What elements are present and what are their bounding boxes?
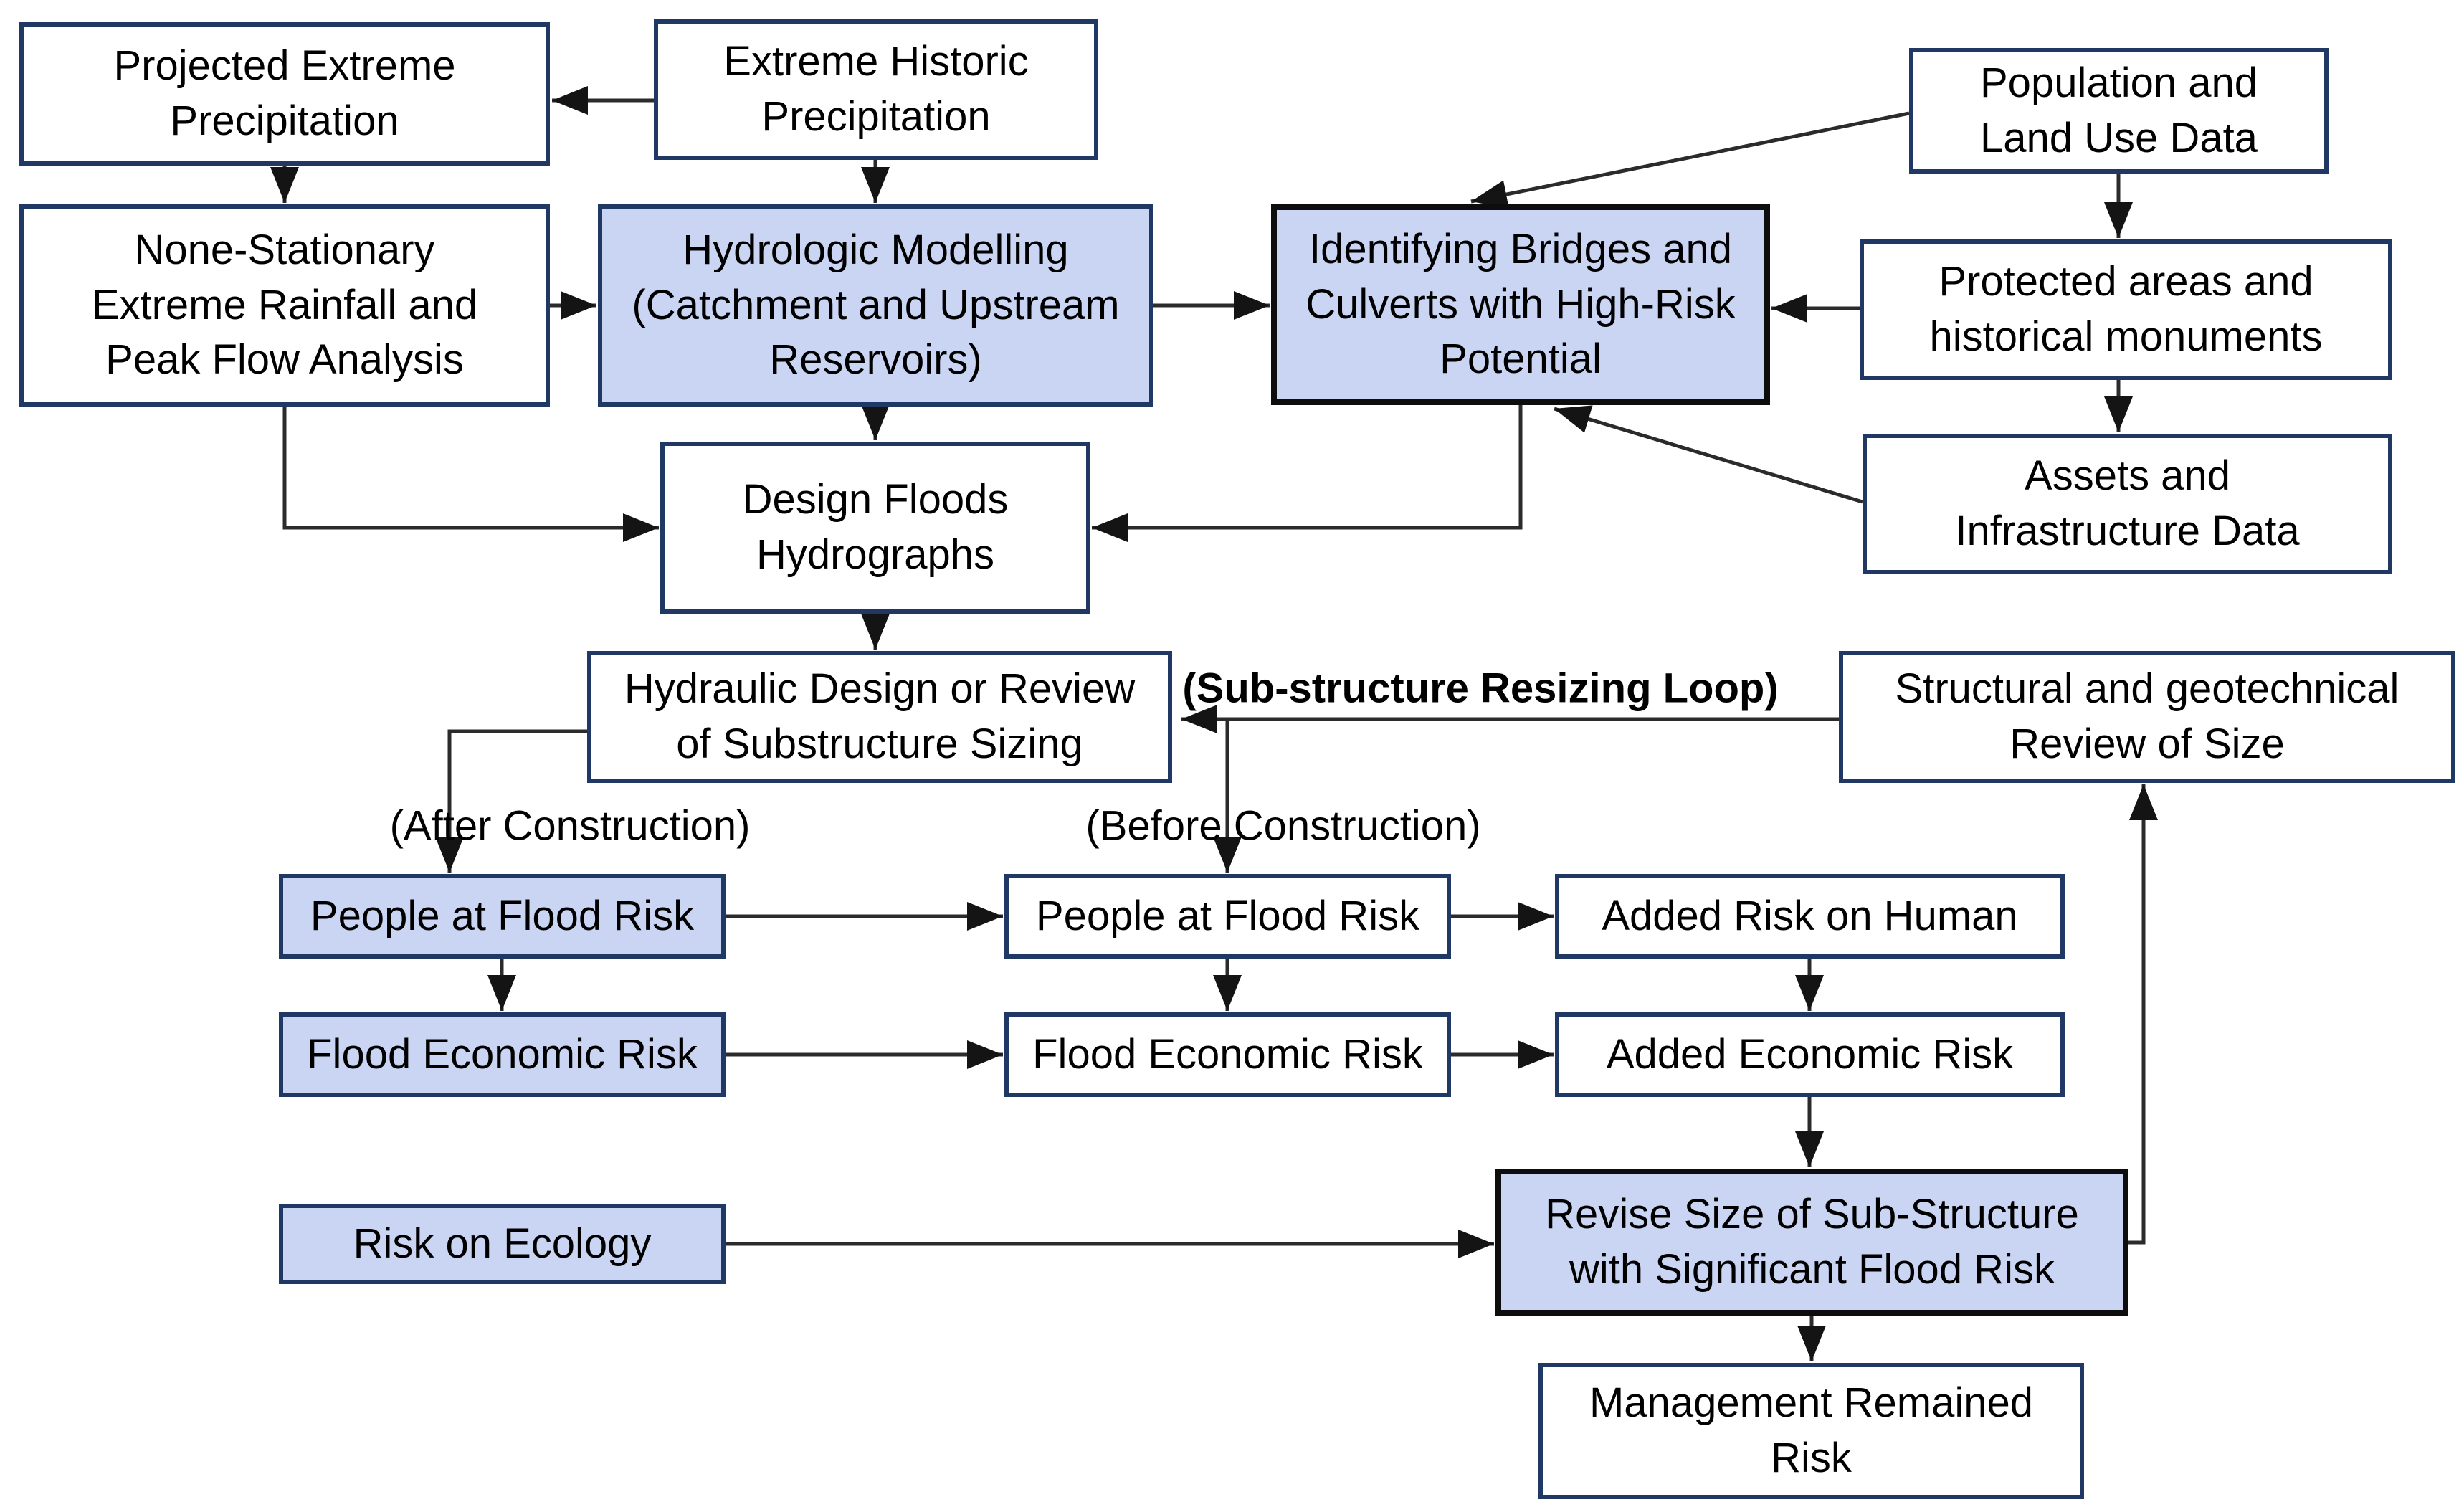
flow-node-structural-geotechnical-review: Structural and geotechnical Review of Si… [1839,651,2455,783]
connectors-group [270,86,2158,1361]
risk-on-ecology-label: Risk on Ecology [353,1220,652,1267]
connector-revise-to-structural [2128,784,2158,1245]
flow-node-added-risk-on-human: Added Risk on Human [1555,874,2065,959]
flow-node-people-flood-risk-before: People at Flood Risk [1004,874,1451,959]
connector-population-to-identifying [1470,111,1910,209]
flow-node-population-land-use-data: Population and Land Use Data [1909,48,2329,174]
people-flood-risk-after-label: People at Flood Risk [310,892,695,939]
none-stationary-analysis-label: None-Stationary Extreme Rainfall and Pea… [91,227,478,384]
hydrologic-modelling-label: Hydrologic Modelling (Catchment and Upst… [632,227,1120,384]
assets-infrastructure-data-label: Assets and Infrastructure Data [1955,452,2300,554]
flow-node-assets-infrastructure-data: Assets and Infrastructure Data [1863,434,2392,574]
flow-node-projected-extreme-precipitation: Projected Extreme Precipitation [19,22,550,166]
people-flood-risk-before-label: People at Flood Risk [1035,892,1420,939]
connector-assets-to-identifying [1554,405,1863,504]
management-remained-risk-label: Management Remained Risk [1589,1379,2034,1481]
projected-extreme-precipitation-label: Projected Extreme Precipitation [113,42,456,144]
flow-node-risk-on-ecology: Risk on Ecology [279,1204,726,1284]
design-floods-hydrographs-label: Design Floods Hydrographs [742,476,1009,578]
after-construction-label: (After Construction) [389,802,751,850]
flow-node-people-flood-risk-after: People at Flood Risk [279,874,726,959]
flow-node-flood-economic-risk-before: Flood Economic Risk [1004,1012,1451,1097]
before-construction-label: (Before Construction) [1085,802,1481,850]
protected-areas-monuments-label: Protected areas and historical monuments [1929,258,2323,360]
flow-node-added-economic-risk: Added Economic Risk [1555,1012,2065,1097]
identifying-bridges-culverts-label: Identifying Bridges and Culverts with Hi… [1305,226,1736,383]
flow-node-management-remained-risk: Management Remained Risk [1538,1363,2084,1499]
added-risk-on-human-label: Added Risk on Human [1602,892,2018,939]
flow-node-hydrologic-modelling: Hydrologic Modelling (Catchment and Upst… [598,204,1153,407]
connector-nonestationary-to-designfloods [282,407,659,542]
flood-economic-risk-after-label: Flood Economic Risk [307,1030,698,1078]
hydraulic-design-review-label: Hydraulic Design or Review of Substructu… [624,665,1136,767]
flow-node-flood-economic-risk-after: Flood Economic Risk [279,1012,726,1097]
structural-geotechnical-review-label: Structural and geotechnical Review of Si… [1895,665,2399,767]
population-land-use-data-label: Population and Land Use Data [1980,59,2258,161]
connector-after-construction-branch [435,729,587,873]
flow-node-none-stationary-analysis: None-Stationary Extreme Rainfall and Pea… [19,204,550,407]
flood-economic-risk-before-label: Flood Economic Risk [1032,1030,1423,1078]
connector-identifying-to-designfloods [1092,405,1523,542]
extreme-historic-precipitation-label: Extreme Historic Precipitation [723,38,1029,140]
flow-node-revise-size-substructure: Revise Size of Sub-Structure with Signif… [1495,1169,2128,1316]
flow-node-extreme-historic-precipitation: Extreme Historic Precipitation [654,19,1098,160]
revise-size-substructure-label: Revise Size of Sub-Structure with Signif… [1545,1190,2079,1293]
flow-node-identifying-bridges-culverts: Identifying Bridges and Culverts with Hi… [1271,204,1770,405]
resizing-loop-label: (Sub-structure Resizing Loop) [1182,665,1779,712]
flow-node-protected-areas-monuments: Protected areas and historical monuments [1860,239,2392,380]
flow-node-hydraulic-design-review: Hydraulic Design or Review of Substructu… [587,651,1172,783]
added-economic-risk-label: Added Economic Risk [1606,1030,2014,1078]
flow-node-design-floods-hydrographs: Design Floods Hydrographs [660,442,1090,614]
